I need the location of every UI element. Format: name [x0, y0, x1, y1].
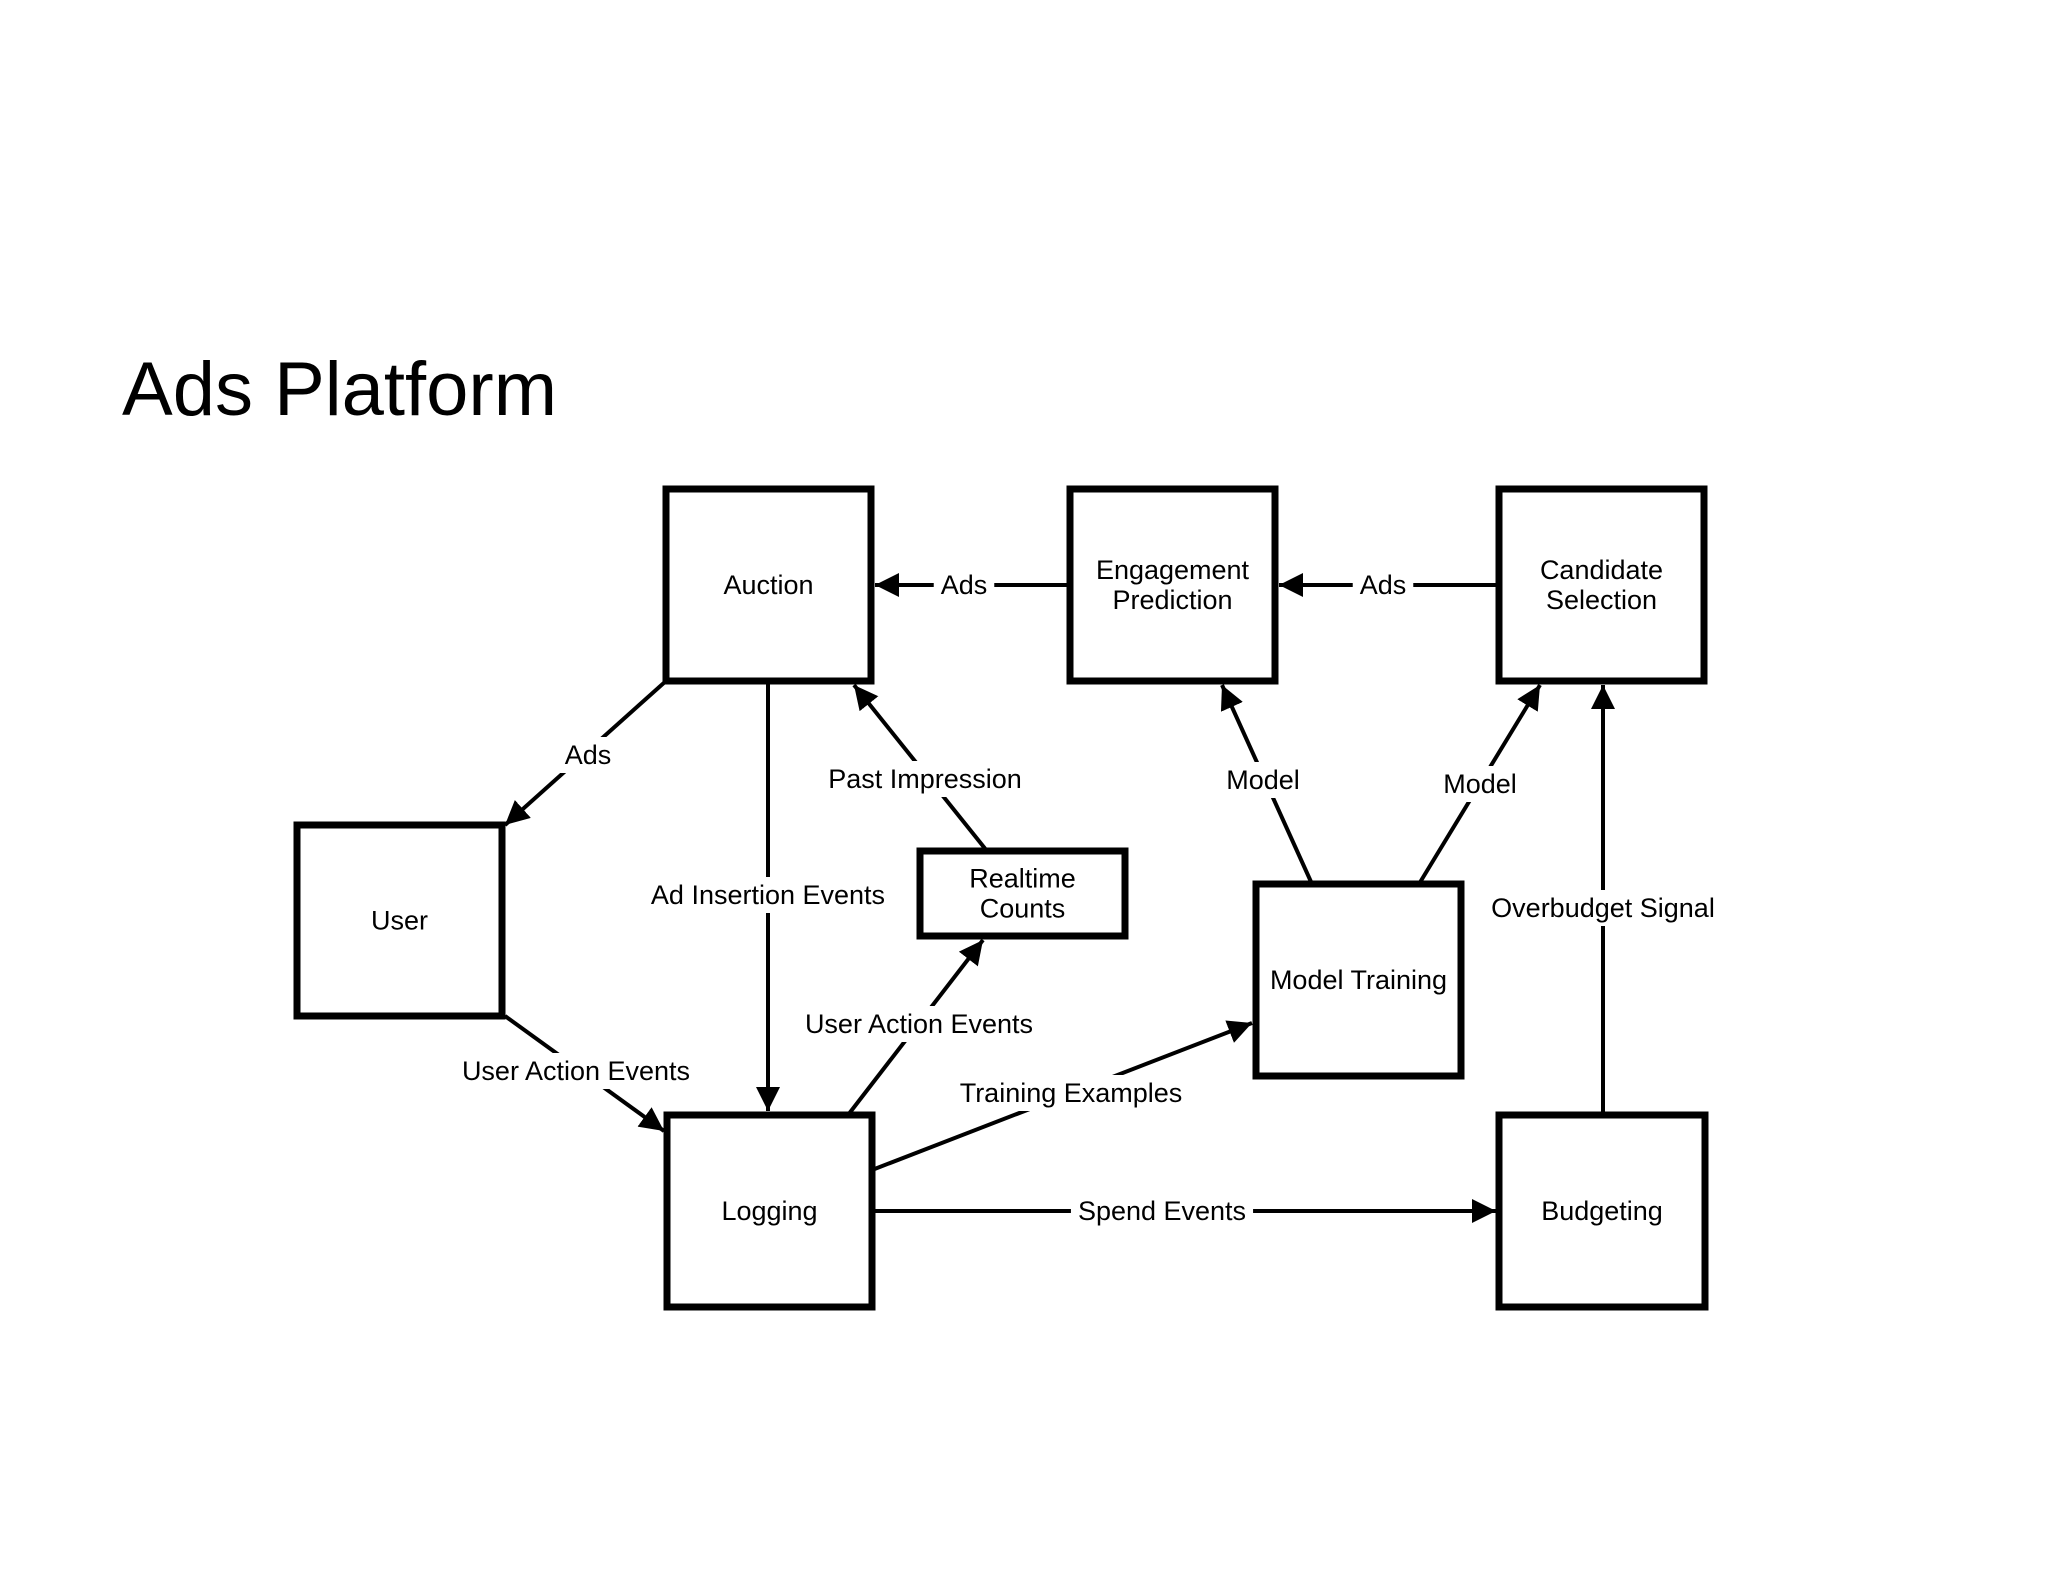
edge-engagement-to-auction: Ads	[875, 567, 1070, 603]
node-label: Counts	[980, 894, 1066, 924]
edge-logging-to-model-training: Training Examples	[871, 1020, 1253, 1172]
edge-candidate-to-engagement: Ads	[1279, 567, 1499, 603]
node-label: Prediction	[1112, 585, 1232, 615]
node-label: Logging	[721, 1196, 817, 1226]
node-box	[1066, 485, 1279, 685]
node-box	[1495, 485, 1708, 685]
edge-budgeting-to-candidate: Overbudget Signal	[1484, 685, 1722, 1115]
node-label: Selection	[1546, 585, 1657, 615]
edge-label-background	[643, 877, 893, 913]
slide-title: Ads Platform	[122, 347, 558, 432]
node-box	[662, 485, 875, 685]
node-label: Realtime	[969, 864, 1076, 894]
edge-label-background	[821, 761, 1029, 797]
edge-model-training-to-engagement: Model	[1219, 684, 1314, 885]
edge-label-auction-to-user: Ads	[565, 740, 612, 770]
edge-user-to-logging: User Action Events	[454, 1014, 698, 1133]
edge-label-background	[1352, 567, 1414, 603]
edge-label-auction-to-logging: Ad Insertion Events	[651, 880, 885, 910]
edge-label-background	[952, 1075, 1190, 1111]
edge-label-model-training-to-engagement: Model	[1226, 765, 1300, 795]
edge-realtime-to-auction: Past Impression	[821, 683, 1029, 853]
node-logging: Logging	[663, 1111, 876, 1311]
edge-auction-to-user: Ads	[503, 679, 668, 827]
edge-label-background	[1484, 890, 1722, 926]
edge-label-engagement-to-auction: Ads	[941, 570, 988, 600]
node-label: Auction	[723, 570, 813, 600]
node-model-training: Model Training	[1252, 880, 1465, 1080]
edge-model-training-to-candidate: Model	[1417, 683, 1542, 886]
node-box	[293, 821, 506, 1020]
edge-label-logging-to-model-training: Training Examples	[960, 1078, 1183, 1108]
edge-label-background	[454, 1053, 698, 1089]
edge-label-background	[1219, 762, 1307, 798]
node-box	[916, 847, 1129, 940]
edge-label-background	[557, 737, 619, 773]
edge-label-background	[933, 567, 995, 603]
node-label: Budgeting	[1541, 1196, 1663, 1226]
edge-label-background	[1436, 766, 1524, 802]
edge-logging-to-budgeting: Spend Events	[872, 1193, 1496, 1229]
node-label: Engagement	[1096, 555, 1250, 585]
node-label: Candidate	[1540, 555, 1663, 585]
node-user: User	[293, 821, 506, 1020]
node-budgeting: Budgeting	[1495, 1111, 1709, 1311]
edge-label-user-to-logging: User Action Events	[462, 1056, 690, 1086]
edge-logging-to-realtime: User Action Events	[797, 938, 1041, 1117]
node-box	[1252, 880, 1465, 1080]
edge-label-candidate-to-engagement: Ads	[1360, 570, 1407, 600]
edge-label-realtime-to-auction: Past Impression	[828, 764, 1022, 794]
node-auction: Auction	[662, 485, 875, 685]
node-box	[1495, 1111, 1709, 1311]
edge-label-background	[1070, 1193, 1254, 1229]
edge-label-logging-to-budgeting: Spend Events	[1078, 1196, 1246, 1226]
node-label: User	[371, 906, 428, 936]
edge-label-logging-to-realtime: User Action Events	[805, 1009, 1033, 1039]
edge-label-background	[797, 1006, 1041, 1042]
node-label: Model Training	[1270, 965, 1447, 995]
edge-label-budgeting-to-candidate: Overbudget Signal	[1491, 893, 1715, 923]
edge-auction-to-logging: Ad Insertion Events	[643, 681, 893, 1111]
node-box	[663, 1111, 876, 1311]
edge-label-model-training-to-candidate: Model	[1443, 769, 1517, 799]
